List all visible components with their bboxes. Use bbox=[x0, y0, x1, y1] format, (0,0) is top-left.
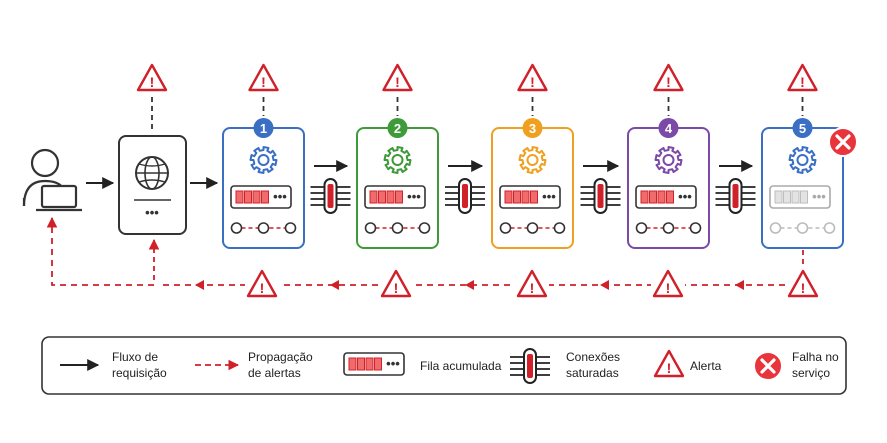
user-icon bbox=[22, 148, 82, 212]
legend-failure-1: Falha no bbox=[792, 350, 839, 364]
propagation-arrowhead bbox=[195, 280, 204, 290]
service-badge: 4 bbox=[658, 118, 679, 138]
service-number: 2 bbox=[394, 121, 401, 136]
alert-exclamation: ! bbox=[530, 280, 535, 296]
alert-exclamation: ! bbox=[394, 280, 399, 296]
service-node-2: ! 2 ••• bbox=[356, 63, 485, 249]
saturated-connections-icon bbox=[445, 178, 485, 214]
legend-failure-2: serviço bbox=[792, 366, 830, 380]
legend-request-flow-1: Fluxo de bbox=[112, 350, 158, 364]
alert-icon: ! bbox=[136, 63, 168, 92]
queue-dots: ••• bbox=[812, 189, 826, 204]
alert-icon: ! bbox=[517, 63, 548, 92]
alert-icon: ! bbox=[245, 268, 279, 300]
gear-icon bbox=[518, 146, 547, 174]
legend-saturated-icon bbox=[510, 348, 550, 384]
service-badge: 2 bbox=[387, 118, 408, 138]
gateway-node: ••• bbox=[118, 135, 187, 235]
alert-icon: ! bbox=[515, 268, 549, 300]
queue-dots: ••• bbox=[407, 189, 421, 204]
alert-exclamation: ! bbox=[800, 74, 805, 90]
connections-indicator bbox=[499, 222, 566, 234]
alert-icon: ! bbox=[786, 268, 820, 300]
legend-failure-icon bbox=[753, 351, 783, 381]
queue-icon: ••• bbox=[499, 185, 561, 209]
alert-exclamation: ! bbox=[150, 74, 155, 90]
queue-icon: ••• bbox=[769, 185, 831, 209]
service-badge: 5 bbox=[792, 118, 813, 138]
alert-exclamation: ! bbox=[666, 280, 671, 296]
saturated-connections-icon bbox=[310, 178, 351, 214]
saturated-connections-icon bbox=[715, 178, 756, 214]
gear-icon bbox=[383, 146, 412, 174]
legend-queue-icon: ••• bbox=[343, 352, 405, 376]
service-number: 4 bbox=[665, 121, 673, 136]
legend-alert-propagation-2: de alertas bbox=[248, 366, 301, 380]
legend-alert-label: Alerta bbox=[690, 359, 722, 373]
legend-alert-propagation-1: Propagação bbox=[248, 350, 313, 364]
service-node-3: ! 3 ••• bbox=[491, 63, 621, 249]
service-number: 1 bbox=[260, 121, 267, 136]
queue-dots: ••• bbox=[678, 189, 692, 204]
connections-indicator bbox=[230, 222, 297, 234]
gear-icon bbox=[654, 146, 683, 174]
connections-indicator bbox=[364, 222, 431, 234]
alert-icon: ! bbox=[653, 63, 684, 92]
gear-icon bbox=[249, 146, 278, 174]
propagation-arrowhead bbox=[600, 280, 609, 290]
alert-exclamation: ! bbox=[667, 360, 672, 376]
queue-dots: ••• bbox=[273, 189, 287, 204]
service-badge: 3 bbox=[522, 118, 543, 138]
legend-queue-label: Fila acumulada bbox=[420, 359, 502, 373]
alert-exclamation: ! bbox=[260, 280, 265, 296]
service-badge: 1 bbox=[253, 118, 274, 138]
connections-indicator bbox=[769, 222, 836, 234]
alert-icon: ! bbox=[248, 63, 279, 92]
legend-request-flow-2: requisição bbox=[112, 366, 167, 380]
gateway-dots: ••• bbox=[145, 205, 159, 220]
alert-icon: ! bbox=[787, 63, 818, 92]
queue-icon: ••• bbox=[230, 185, 292, 209]
propagation-arrowhead bbox=[465, 280, 474, 290]
service-node-4: ! 4 ••• bbox=[627, 63, 756, 249]
alert-icon: ! bbox=[651, 268, 685, 300]
connections-indicator bbox=[635, 222, 702, 234]
service-node-1: ! 1 ••• bbox=[222, 63, 351, 249]
alert-icon: ! bbox=[382, 63, 413, 92]
legend-alert-icon: ! bbox=[653, 349, 685, 378]
alert-exclamation: ! bbox=[801, 280, 806, 296]
queue-icon: ••• bbox=[635, 185, 697, 209]
gear-icon bbox=[788, 146, 817, 174]
alert-exclamation: ! bbox=[530, 74, 535, 90]
alert-exclamation: ! bbox=[666, 74, 671, 90]
queue-icon: ••• bbox=[364, 185, 426, 209]
service-node-5: ! 5 ••• bbox=[761, 63, 858, 249]
saturated-connections-icon bbox=[580, 178, 621, 214]
failure-icon bbox=[828, 127, 858, 157]
service-number: 3 bbox=[529, 121, 536, 136]
legend-saturated-1: Conexões bbox=[566, 350, 620, 364]
alert-icon: ! bbox=[379, 268, 413, 300]
alert-exclamation: ! bbox=[261, 74, 266, 90]
propagation-arrowhead bbox=[735, 280, 744, 290]
queue-dots: ••• bbox=[542, 189, 556, 204]
legend-saturated-2: saturadas bbox=[566, 366, 619, 380]
globe-icon bbox=[135, 156, 169, 190]
service-number: 5 bbox=[799, 121, 806, 136]
alert-exclamation: ! bbox=[395, 74, 400, 90]
queue-dots: ••• bbox=[386, 356, 400, 371]
propagation-arrowhead bbox=[330, 280, 339, 290]
